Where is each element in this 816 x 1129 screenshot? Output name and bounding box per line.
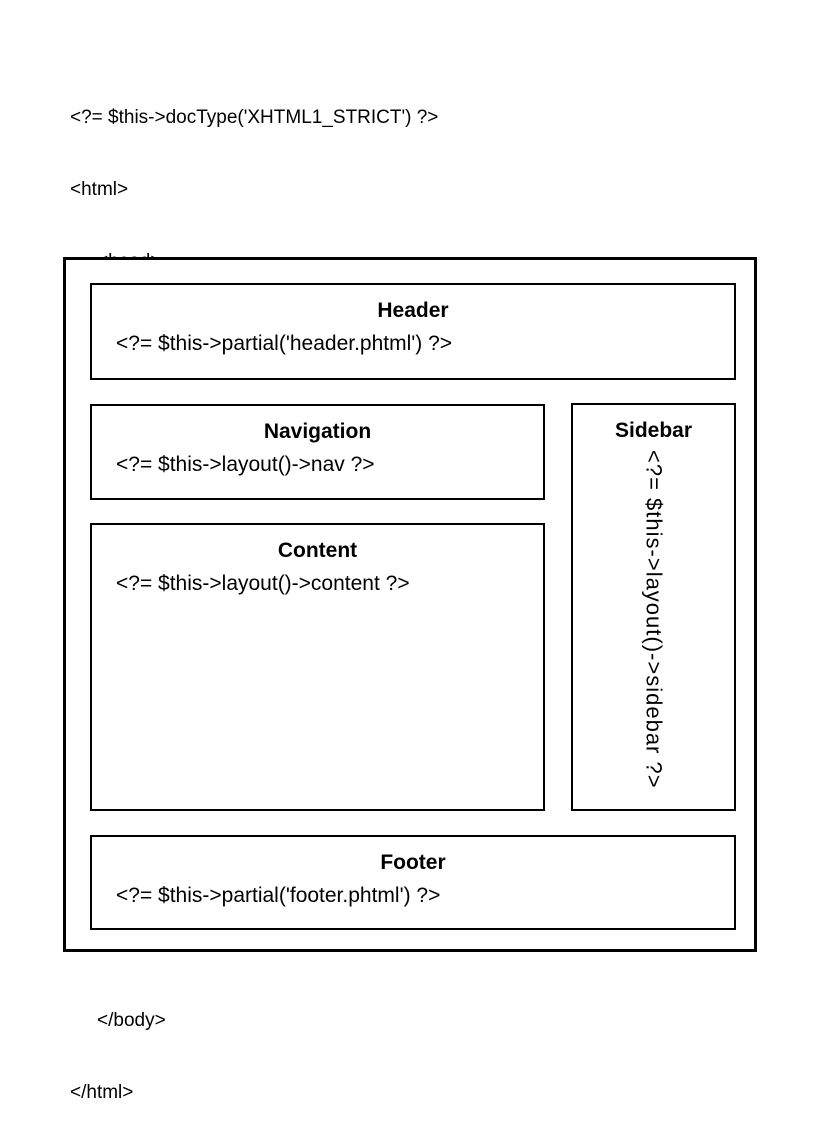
footer-box: Footer <?= $this->partial('footer.phtml'…	[90, 835, 736, 930]
code-line-body-close: </body>	[97, 1010, 166, 1031]
code-line-html-close: </html>	[70, 1082, 134, 1103]
navigation-box-code: <?= $this->layout()->nav ?>	[116, 453, 375, 476]
header-box: Header <?= $this->partial('header.phtml'…	[90, 283, 736, 380]
content-box: Content <?= $this->layout()->content ?>	[90, 523, 545, 811]
header-box-title: Header	[377, 299, 449, 322]
content-box-code: <?= $this->layout()->content ?>	[116, 572, 410, 595]
footer-box-title: Footer	[380, 851, 446, 874]
footer-box-code: <?= $this->partial('footer.phtml') ?>	[116, 884, 441, 907]
sidebar-box-code-vertical: <?= $this->layout()->sidebar ?>	[641, 450, 667, 789]
navigation-box-title: Navigation	[263, 420, 372, 443]
code-line-html-open: <html>	[70, 179, 129, 200]
header-box-code: <?= $this->partial('header.phtml') ?>	[116, 332, 453, 355]
sidebar-box: Sidebar <?= $this->layout()->sidebar ?>	[571, 403, 736, 811]
code-line-doctype: <?= $this->docType('XHTML1_STRICT') ?>	[70, 107, 439, 128]
php-code-listing-bottom: </body> </html>	[70, 961, 166, 1129]
sidebar-box-title: Sidebar	[614, 419, 693, 442]
navigation-box: Navigation <?= $this->layout()->nav ?>	[90, 404, 545, 500]
layout-diagram-frame: Header <?= $this->partial('header.phtml'…	[63, 257, 757, 952]
content-box-title: Content	[277, 539, 358, 562]
